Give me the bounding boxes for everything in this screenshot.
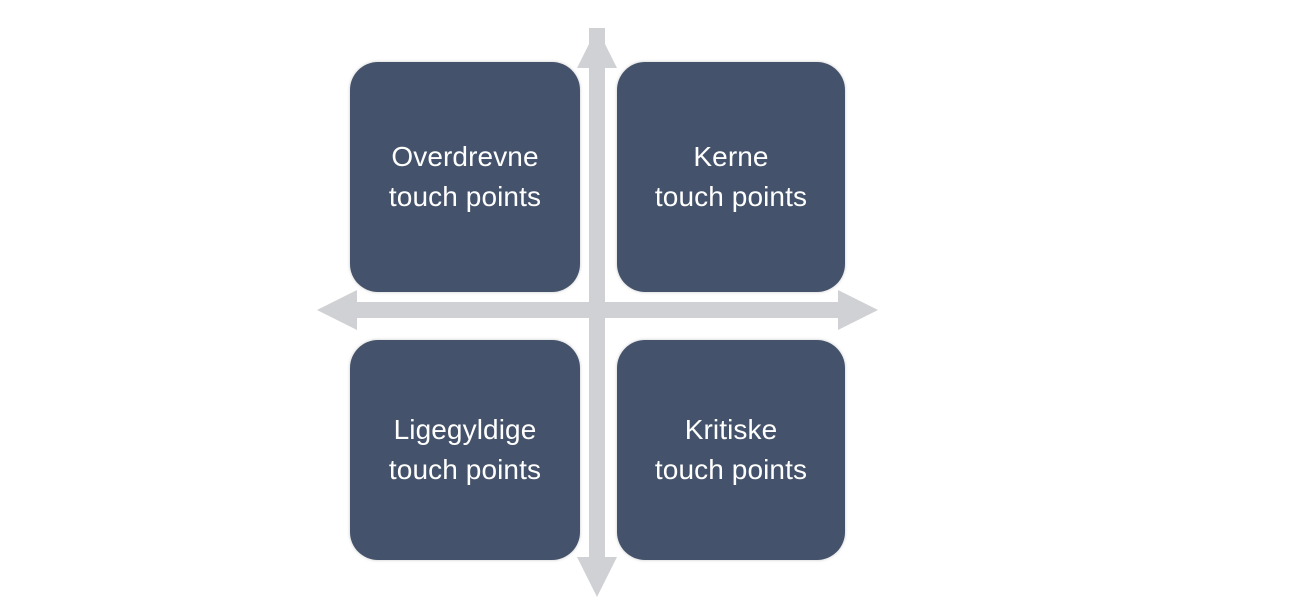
quadrant-label-bottom-right: Kritiske touch points [654, 414, 808, 485]
quadrant-label-bottom-left: Ligegyldige touch points [388, 414, 542, 485]
arrow-right-head-icon [838, 290, 878, 330]
horizontal-axis-arrow-icon [317, 290, 878, 330]
arrow-left-head-icon [317, 290, 357, 330]
quadrant-label-top-right: Kerne touch points [654, 141, 808, 212]
vertical-axis-arrow-icon [577, 28, 617, 597]
arrow-down-head-icon [577, 557, 617, 597]
quadrant-box-bottom-left[interactable]: Ligegyldige touch points [350, 340, 580, 560]
arrow-up-head-icon [577, 28, 617, 68]
quadrant-box-top-left[interactable]: Overdrevne touch points [350, 62, 580, 292]
quadrant-box-bottom-right[interactable]: Kritiske touch points [617, 340, 845, 560]
quadrant-label-top-left: Overdrevne touch points [388, 141, 542, 212]
quadrant-box-top-right[interactable]: Kerne touch points [617, 62, 845, 292]
